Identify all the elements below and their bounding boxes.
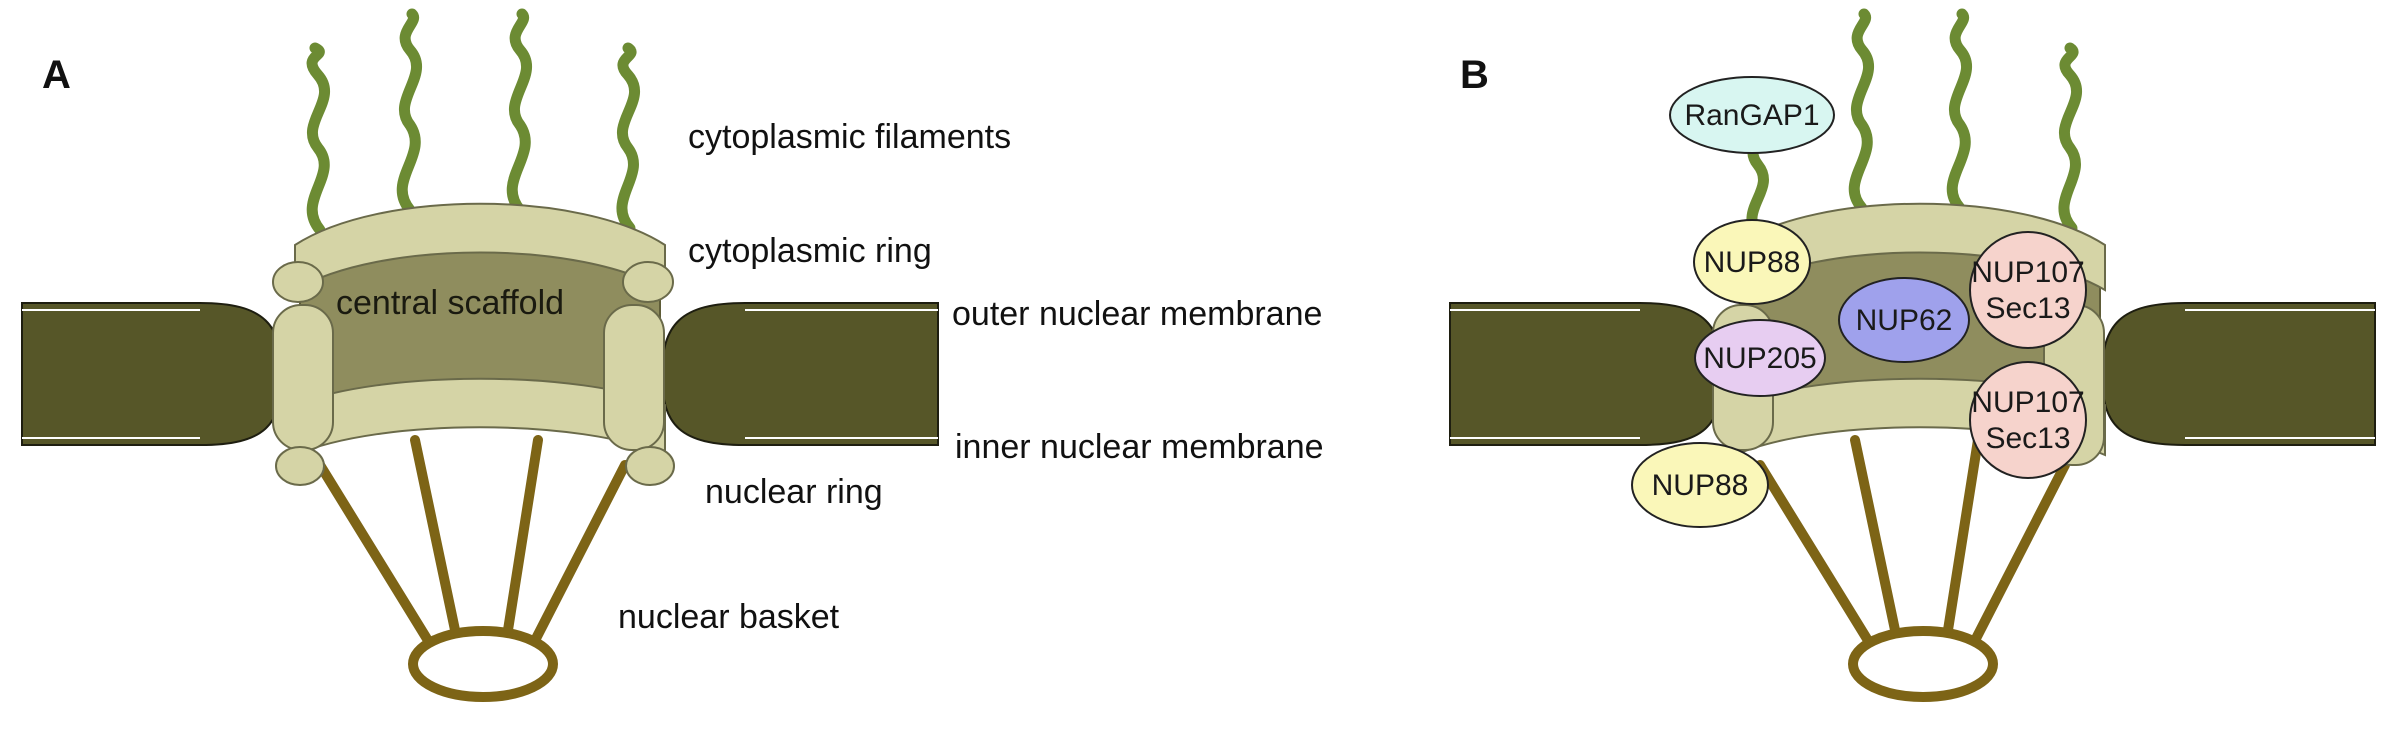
cytoplasmic-ring-label: cytoplasmic ring: [688, 232, 932, 270]
rangap1-label: RanGAP1: [1684, 99, 1819, 132]
nup107-bottom-label: NUP107: [1971, 386, 2084, 419]
nup107-sec13-top: NUP107 Sec13: [1969, 231, 2087, 349]
cytoplasmic-ring: [1734, 202, 2106, 292]
outer-nuclear-membrane-label: outer nuclear membrane: [952, 295, 1322, 333]
nup205-label: NUP205: [1703, 342, 1816, 375]
cytoplasmic-filaments: [306, 8, 640, 236]
ring-subunit: [275, 446, 325, 486]
nup88-top-label: NUP88: [1704, 246, 1801, 279]
nup88-bottom: NUP88: [1631, 442, 1769, 528]
cytoplasmic-filaments-label: cytoplasmic filaments: [688, 118, 1011, 156]
inner-nuclear-membrane-label: inner nuclear membrane: [955, 428, 1324, 466]
nup205: NUP205: [1694, 319, 1826, 397]
filament-4: [616, 42, 640, 234]
nup88-bottom-label: NUP88: [1652, 469, 1749, 502]
filament-1: [306, 42, 330, 236]
nup88-top: NUP88: [1693, 219, 1811, 305]
ring-subunit: [622, 261, 674, 303]
nuclear-membrane-left: [1449, 302, 1724, 446]
nuclear-membrane-right: [660, 302, 939, 446]
filament-3: [506, 8, 532, 216]
panel-a: A: [21, 8, 1324, 702]
nup107-sec13-bottom: NUP107 Sec13: [1969, 361, 2087, 479]
filament-3: [1946, 8, 1972, 214]
panel-a-letter: A: [42, 53, 71, 97]
rangap1: RanGAP1: [1669, 76, 1835, 154]
ring-subunit: [272, 261, 324, 303]
sec13-bottom-label: Sec13: [1985, 422, 2070, 455]
filament-4: [2058, 42, 2082, 234]
panel-b: B RanGAP1: [1449, 8, 2376, 702]
nup107-top-label: NUP107: [1971, 256, 2084, 289]
filament-2: [396, 8, 422, 216]
sec13-top-label: Sec13: [1985, 292, 2070, 325]
nuclear-membrane-left: [21, 302, 284, 446]
nup62: NUP62: [1838, 277, 1970, 363]
ring-subunit: [625, 446, 675, 486]
panel-b-letter: B: [1460, 53, 1489, 97]
nuclear-ring-label: nuclear ring: [705, 473, 883, 511]
nup62-label: NUP62: [1856, 304, 1953, 337]
nuclear-basket: [1755, 435, 2070, 702]
spoke-left: [272, 304, 334, 451]
nuclear-basket-label: nuclear basket: [618, 598, 840, 636]
filament-2: [1848, 8, 1874, 214]
nuclear-basket: [315, 435, 630, 702]
central-scaffold-label: central scaffold: [336, 284, 564, 322]
nuclear-membrane-right: [2100, 302, 2376, 446]
spoke-right: [603, 304, 665, 451]
